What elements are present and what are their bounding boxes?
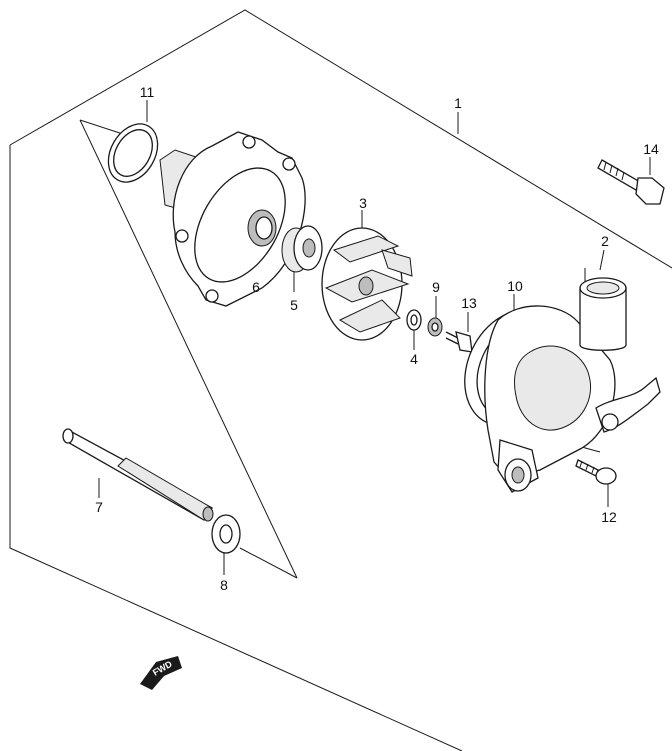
- pump-shaft-part-7: [62, 428, 214, 522]
- forward-arrow-icon: FWD: [140, 656, 182, 690]
- callout-part-3: 3: [359, 195, 367, 211]
- callout-part-5: 5: [290, 297, 298, 313]
- o-ring-part-11: [107, 123, 159, 183]
- callout-part-13: 13: [461, 295, 477, 311]
- mounting-bolt-part-14: [597, 159, 665, 205]
- thrust-washer-part-8: [211, 514, 241, 554]
- callout-part-8: 8: [220, 577, 228, 593]
- lock-washer-part-9: [427, 317, 443, 337]
- assembly-frame: [9, 9, 672, 751]
- body-screw-part-12: [575, 459, 617, 485]
- callout-part-14: 14: [643, 141, 659, 157]
- callout-part-1: 1: [454, 95, 462, 111]
- inlet-pipe-part-2: [579, 277, 627, 351]
- pump-body-part-1: [484, 305, 661, 493]
- callout-labels: 1 2 3 4 5 6 7 8 9 10 11 12 13 14: [95, 84, 659, 593]
- impeller-bolt-part-13: [445, 331, 473, 353]
- callout-part-10: 10: [507, 278, 523, 294]
- callout-part-12: 12: [601, 509, 617, 525]
- pump-cover-part-6: [159, 131, 306, 307]
- impeller-part-3: [321, 227, 413, 341]
- callout-part-2: 2: [601, 233, 609, 249]
- mechanical-seal-part-5: [281, 225, 323, 273]
- callout-part-7: 7: [95, 499, 103, 515]
- callout-part-9: 9: [432, 279, 440, 295]
- washer-part-4: [406, 309, 422, 331]
- callout-part-11: 11: [140, 84, 155, 100]
- callout-part-4: 4: [410, 351, 418, 367]
- callout-part-6: 6: [252, 279, 260, 295]
